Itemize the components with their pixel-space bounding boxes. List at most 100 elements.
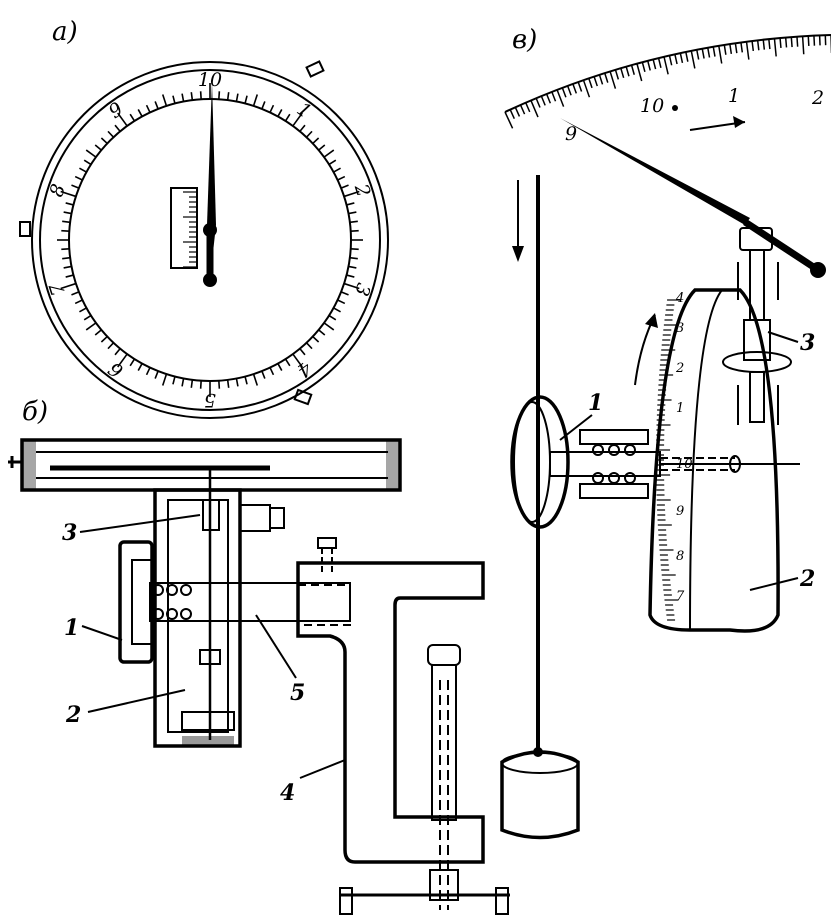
upper-tick bbox=[652, 59, 657, 70]
dial-tick bbox=[94, 329, 102, 336]
upper-tick bbox=[773, 38, 777, 57]
dial-ticks bbox=[57, 83, 363, 397]
dial-tick bbox=[244, 376, 248, 385]
dial-number: 5 bbox=[204, 389, 216, 411]
counter-window bbox=[170, 187, 198, 269]
upper-tick bbox=[723, 44, 727, 55]
upper-tick bbox=[561, 87, 567, 98]
upper-tick bbox=[636, 63, 643, 82]
upper-tick bbox=[556, 89, 565, 107]
clamp-screw-head bbox=[317, 537, 337, 549]
upper-tick bbox=[779, 37, 782, 49]
dial-tick bbox=[350, 229, 359, 232]
upper-tick bbox=[696, 49, 700, 60]
upper-tick bbox=[657, 57, 662, 68]
dial-tick bbox=[305, 342, 313, 350]
dial-tick bbox=[190, 92, 194, 101]
disc-number: 8 bbox=[676, 549, 684, 564]
dial-tick bbox=[349, 256, 358, 260]
upper-tick bbox=[679, 52, 684, 64]
dial-tick bbox=[100, 335, 108, 343]
dial-tick bbox=[340, 291, 349, 296]
dial-tick bbox=[299, 348, 306, 356]
dial-tick bbox=[114, 124, 121, 132]
dial-number: 9 bbox=[105, 98, 128, 123]
clamp-screw bbox=[431, 664, 457, 821]
dial-tick bbox=[161, 94, 168, 107]
dial-tick bbox=[292, 353, 303, 368]
upper-tick bbox=[620, 67, 625, 79]
dial-tick bbox=[65, 274, 74, 278]
dial-tick bbox=[181, 93, 185, 102]
disc-number: 4 bbox=[675, 291, 684, 306]
upper-tick bbox=[593, 76, 598, 87]
dial-tick bbox=[348, 211, 357, 215]
bezel-lug-top bbox=[305, 60, 325, 78]
dial-tick bbox=[137, 109, 143, 117]
panel-label-a: а) bbox=[52, 17, 78, 47]
upper-tick bbox=[604, 72, 609, 83]
dial-tick bbox=[85, 322, 97, 331]
dial-tick bbox=[333, 307, 341, 313]
dial-outer-rim bbox=[31, 61, 389, 419]
dial-tick bbox=[252, 94, 259, 107]
dial-tick bbox=[199, 91, 202, 100]
adjust-knob bbox=[269, 507, 285, 529]
dial-tick bbox=[83, 314, 92, 321]
upper-tick bbox=[668, 55, 673, 66]
dial-tick bbox=[117, 353, 128, 368]
upper-tick bbox=[588, 78, 593, 89]
upper-scale-1: 1 bbox=[728, 85, 740, 107]
upper-scale-ticks bbox=[504, 35, 831, 129]
scheme-pointer-tail bbox=[743, 219, 817, 271]
mech-label-2: 2 bbox=[65, 702, 81, 728]
dial-tick bbox=[235, 93, 239, 102]
upper-tick bbox=[745, 41, 750, 60]
dial-tick bbox=[343, 190, 360, 198]
upper-scale-9: 9 bbox=[565, 123, 577, 145]
dial-number: 10 bbox=[198, 69, 222, 91]
dial-tick bbox=[318, 144, 326, 151]
disc-number: 3 bbox=[676, 321, 684, 336]
dial-tick bbox=[284, 358, 291, 367]
upper-tick bbox=[690, 50, 696, 69]
weight bbox=[500, 750, 580, 840]
dial-tick bbox=[328, 314, 337, 321]
dial-number: 7 bbox=[45, 279, 70, 298]
scheme-label-1: 1 bbox=[588, 390, 603, 416]
upper-tick bbox=[525, 102, 531, 113]
upper-tick bbox=[577, 81, 583, 92]
dial-tick bbox=[129, 113, 136, 122]
dial-tick bbox=[340, 184, 349, 189]
dial-number: 1 bbox=[293, 98, 316, 123]
dial-tick bbox=[137, 363, 143, 371]
dial-tick bbox=[348, 265, 357, 269]
upper-tick bbox=[647, 60, 651, 71]
dial-tick bbox=[328, 159, 337, 166]
bottom-cover bbox=[181, 711, 235, 731]
disc-number: 2 bbox=[675, 361, 684, 376]
dial-tick bbox=[65, 202, 74, 206]
disc-number: 7 bbox=[676, 589, 685, 604]
dial-tick bbox=[305, 130, 313, 138]
dial-tick bbox=[172, 95, 176, 104]
dial-tick bbox=[79, 307, 87, 313]
dial-tick bbox=[172, 376, 176, 385]
dial-tick bbox=[94, 144, 102, 151]
disc-number: 1 bbox=[676, 401, 684, 416]
upper-tick bbox=[540, 95, 546, 106]
dial-tick bbox=[83, 159, 92, 166]
dial-tick bbox=[63, 211, 72, 215]
dial-tick bbox=[318, 329, 326, 336]
dial-tick bbox=[74, 175, 83, 181]
dial-tick bbox=[346, 274, 355, 278]
dial-tick bbox=[60, 282, 77, 290]
upper-tick bbox=[751, 40, 755, 51]
mech-label-4: 4 bbox=[280, 780, 295, 806]
upper-tick bbox=[801, 36, 805, 55]
scheme-bearings bbox=[579, 429, 649, 499]
scheme-label-2: 2 bbox=[799, 566, 815, 592]
clamp-screw-nut bbox=[429, 869, 459, 901]
upper-tick bbox=[551, 91, 557, 102]
